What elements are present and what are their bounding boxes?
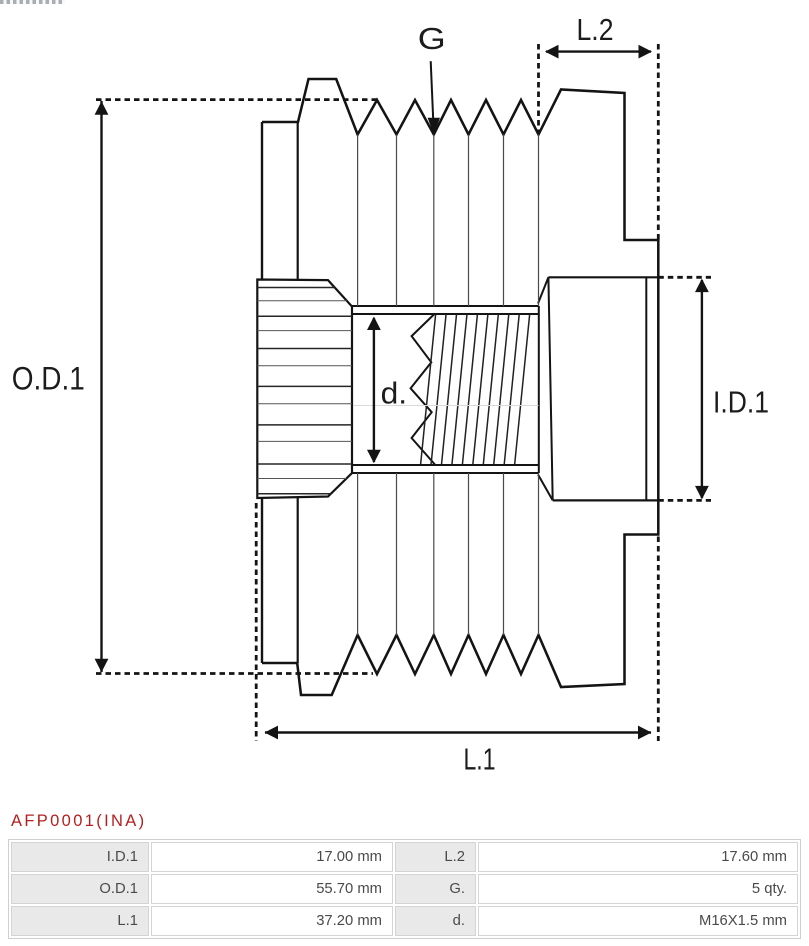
svg-text:I.D.1: I.D.1: [713, 385, 769, 420]
svg-text:L.1: L.1: [464, 742, 496, 777]
svg-text:G: G: [418, 22, 446, 56]
svg-text:L.2: L.2: [577, 12, 614, 47]
svg-text:O.D.1: O.D.1: [12, 361, 85, 397]
svg-text:d.: d.: [381, 375, 408, 410]
